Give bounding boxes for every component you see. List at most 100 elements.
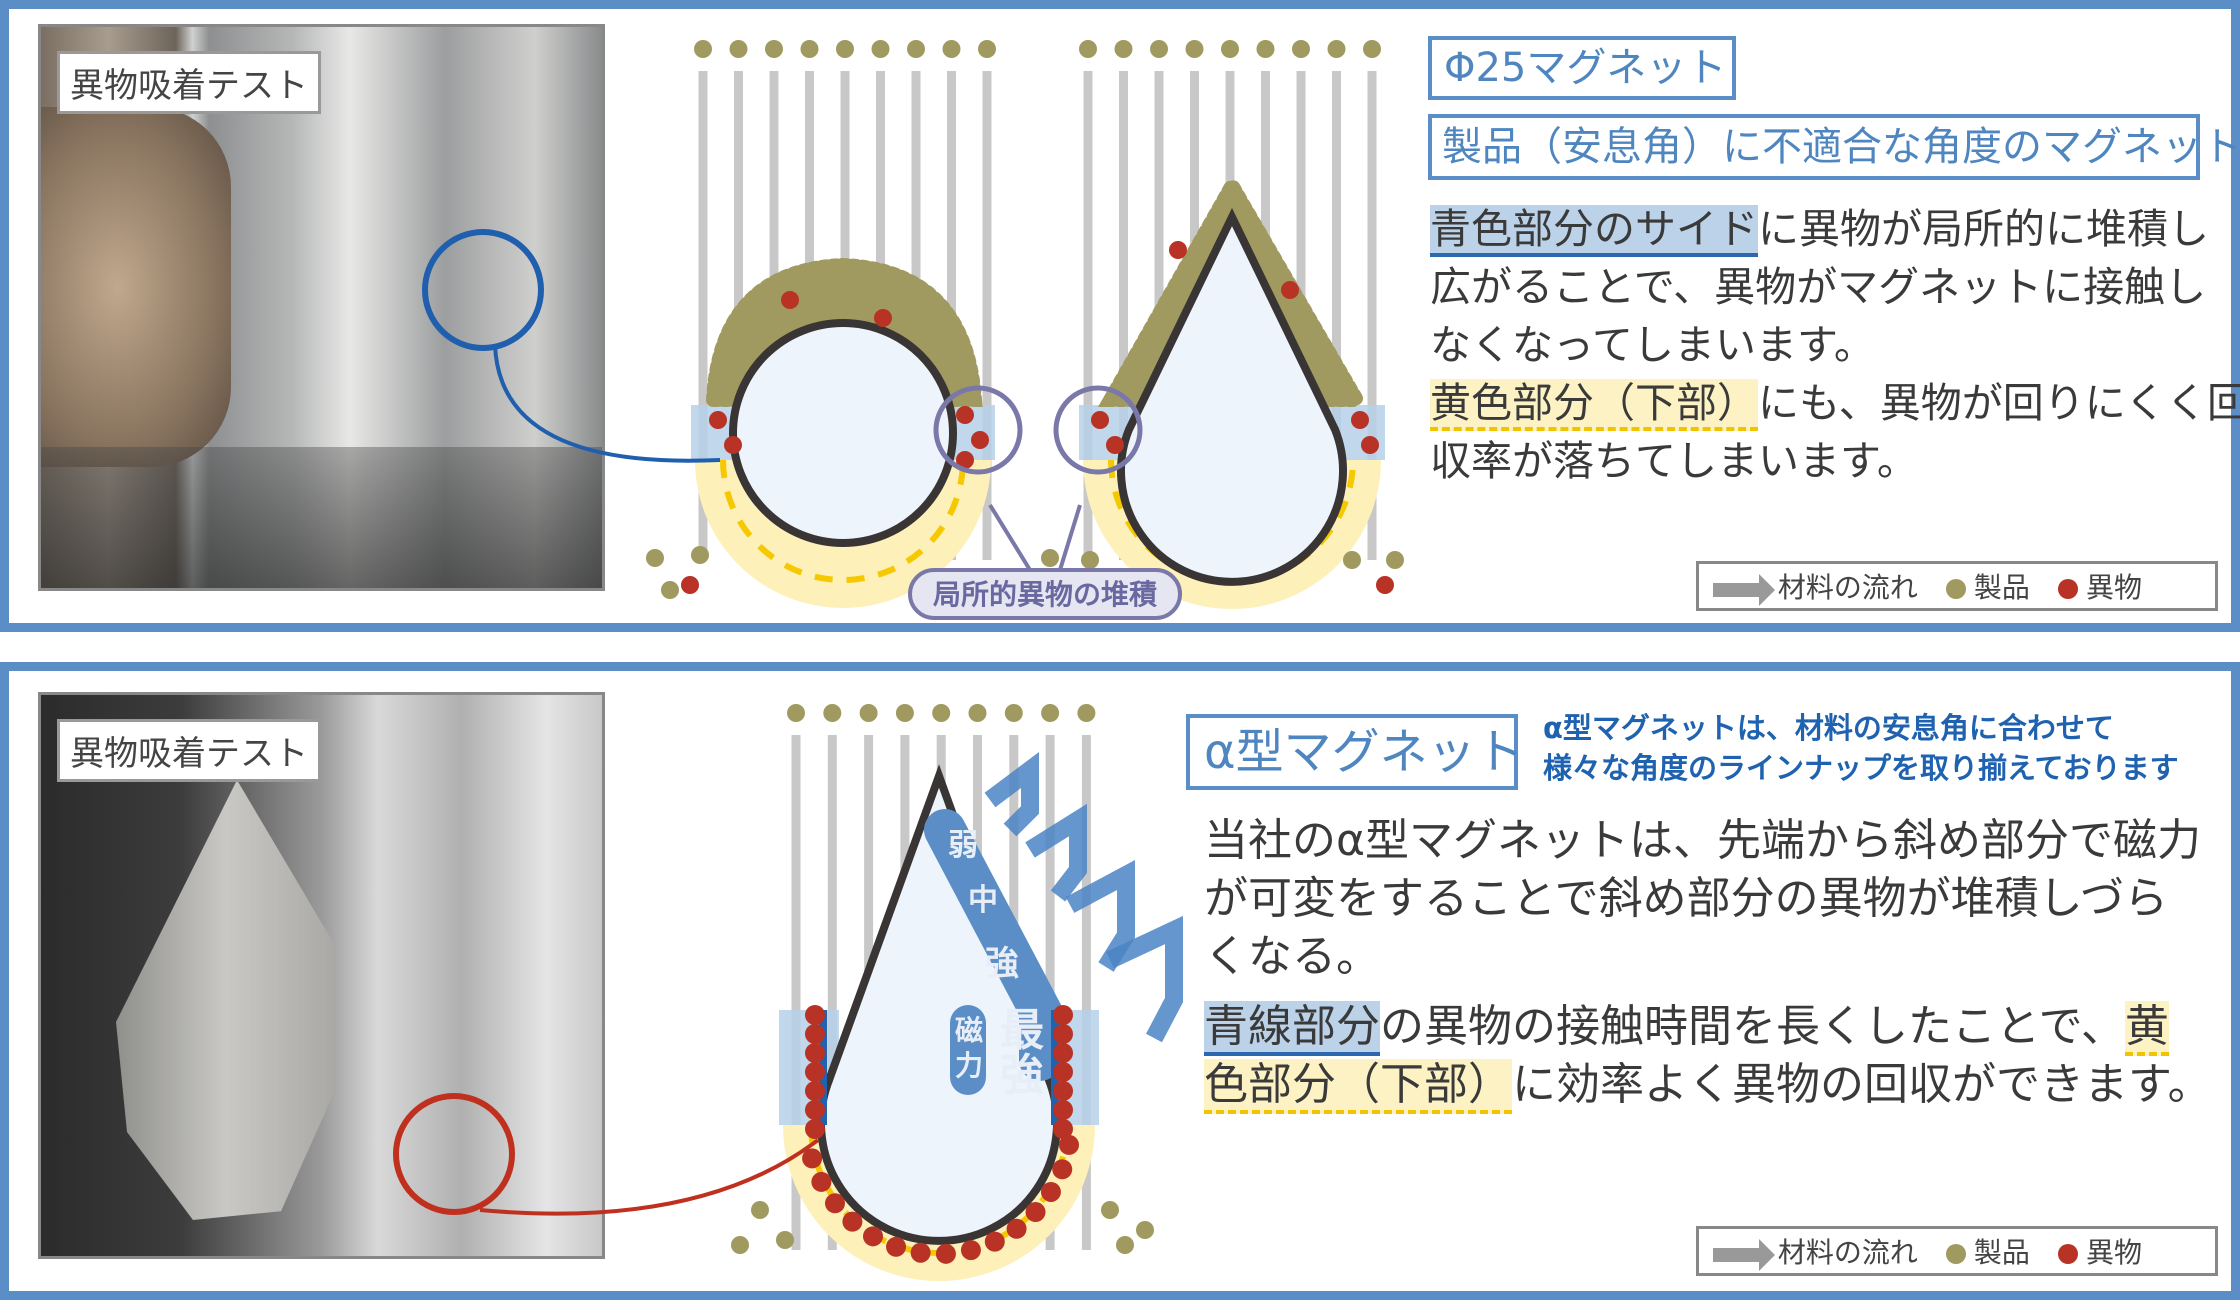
legend-flow: 材料の流れ	[1713, 1231, 1918, 1271]
product-particle	[1136, 1221, 1154, 1239]
accumulation-highlight-circle	[933, 385, 1023, 475]
round-magnet-phi25	[729, 319, 957, 547]
foreign-particle	[1281, 281, 1299, 299]
foreign-particle	[709, 411, 727, 429]
product-particle	[1081, 551, 1099, 569]
foreign-particle	[1106, 436, 1124, 454]
foreign-particle	[956, 406, 974, 424]
highlight-blue-line: 青線部分	[1204, 1001, 1380, 1056]
foreign-particle	[1053, 1100, 1073, 1120]
photo-label: 異物吸着テスト	[57, 719, 321, 782]
foreign-particle	[1053, 1024, 1073, 1044]
foreign-particle	[1053, 1062, 1073, 1082]
photo-shadow	[41, 447, 602, 588]
foreign-particle	[805, 1081, 825, 1101]
foreign-particle	[1091, 411, 1109, 429]
magnetic-field-chevron	[984, 752, 1039, 837]
foreign-particle	[805, 1100, 825, 1120]
magnetic-force-badge	[950, 1005, 986, 1095]
foreign-particle	[1025, 1202, 1046, 1223]
product-particle	[1079, 40, 1097, 58]
flow-arrow-icon	[1713, 574, 1775, 606]
legend-foreign: 異物	[2057, 1231, 2142, 1271]
foreign-particle	[935, 1243, 956, 1264]
highlight-blue-side: 青色部分のサイド	[1430, 205, 1758, 257]
legend-top: 材料の流れ 製品 異物	[1696, 561, 2218, 611]
foreign-particle	[1006, 1218, 1027, 1239]
foreign-particle	[805, 1062, 825, 1082]
foreign-particle	[1053, 1005, 1073, 1025]
foreign-particle	[874, 309, 892, 327]
product-particle	[823, 704, 842, 722]
foreign-particle	[886, 1236, 907, 1257]
foreign-particle	[1040, 1181, 1061, 1202]
legend-bottom: 材料の流れ 製品 異物	[1696, 1226, 2218, 1276]
note-line-2: 様々な角度のラインナップを取り揃えております	[1543, 751, 2179, 785]
magnetic-field-chevron	[1106, 915, 1183, 1043]
highlight-yellow: 黄	[2124, 1001, 2169, 1056]
foreign-particle	[971, 431, 989, 449]
product-particle	[1185, 40, 1204, 58]
legend-product: 製品	[1945, 1231, 2030, 1271]
foreign-dot-icon	[2057, 579, 2078, 599]
legend-label: 異物	[2085, 571, 2142, 604]
product-particle	[859, 704, 878, 722]
legend-label: 材料の流れ	[1777, 1236, 1918, 1269]
product-particle	[729, 40, 748, 58]
foreign-particle	[1361, 436, 1379, 454]
text: 広がることで、異物がマグネットに接触し	[1430, 263, 2207, 311]
highlight-yellow-bottom: 色部分（下部）	[1204, 1059, 1512, 1114]
bottom-description: 当社のα型マグネットは、先端から斜め部分で磁力 が可変をすることで斜め部分の異物…	[1204, 812, 2212, 1114]
magnetic-force-label-1: 磁	[955, 1014, 983, 1047]
product-particle	[694, 40, 712, 58]
foreign-particle	[1053, 1043, 1073, 1063]
text: の異物の接触時間を長くしたことで、	[1380, 1001, 2125, 1052]
legend-product: 製品	[1945, 566, 2030, 606]
foreign-particle	[1169, 241, 1187, 259]
foreign-particle	[842, 1211, 863, 1232]
subtitle-unsuitable-angle: 製品（安息角）に不適合な角度のマグネット	[1428, 114, 2240, 180]
foreign-particle	[1058, 1134, 1079, 1155]
foreign-particle	[805, 1119, 825, 1139]
foreign-particle	[1351, 411, 1369, 429]
foreign-particle	[805, 1043, 825, 1063]
photo-marker-circle-blue	[422, 229, 544, 351]
photo-marker-circle-red	[393, 1093, 515, 1215]
product-particle	[800, 40, 819, 58]
strength-strongest-1: 最	[1000, 1005, 1044, 1056]
test-photo-round-magnet: 異物吸着テスト	[38, 24, 605, 591]
legend-label: 製品	[1973, 1236, 2030, 1269]
foreign-particle	[956, 451, 974, 469]
accumulation-highlight-circle	[1053, 385, 1143, 475]
highlight-yellow-bottom: 黄色部分（下部）	[1430, 379, 1758, 431]
foreign-particle	[1052, 1159, 1073, 1180]
product-particle	[751, 1201, 769, 1219]
legend-foreign: 異物	[2057, 566, 2142, 606]
product-particle	[871, 40, 890, 58]
title-alpha-magnet: α型マグネット	[1186, 714, 1524, 790]
foreign-particle	[1053, 1081, 1073, 1101]
product-particle	[895, 704, 914, 722]
yellow-dashed-line	[720, 459, 966, 583]
flow-arrow-icon	[1713, 1239, 1775, 1271]
legend-label: 異物	[2085, 1236, 2142, 1269]
product-particle	[1077, 704, 1096, 722]
alpha-magnet	[817, 764, 1061, 1245]
product-dot-icon	[1945, 579, 1966, 599]
photo-connector-blue	[493, 344, 721, 463]
magnetic-field-chevron	[1025, 803, 1087, 902]
text: に異物が局所的に堆積し	[1758, 205, 2209, 253]
product-particle	[1041, 549, 1059, 567]
text: くなる。	[1204, 931, 1380, 982]
product-particle	[1116, 1236, 1134, 1254]
foreign-particle	[681, 576, 699, 594]
magnetic-strength-band	[924, 809, 1061, 1081]
foreign-particle	[811, 1171, 832, 1192]
foreign-particle	[910, 1242, 931, 1263]
foreign-particle	[984, 1231, 1005, 1252]
strength-medium: 中	[968, 883, 998, 918]
foreign-particle	[863, 1226, 883, 1247]
text: に効率よく異物の回収ができます。	[1512, 1059, 2212, 1110]
product-particle	[932, 704, 951, 722]
